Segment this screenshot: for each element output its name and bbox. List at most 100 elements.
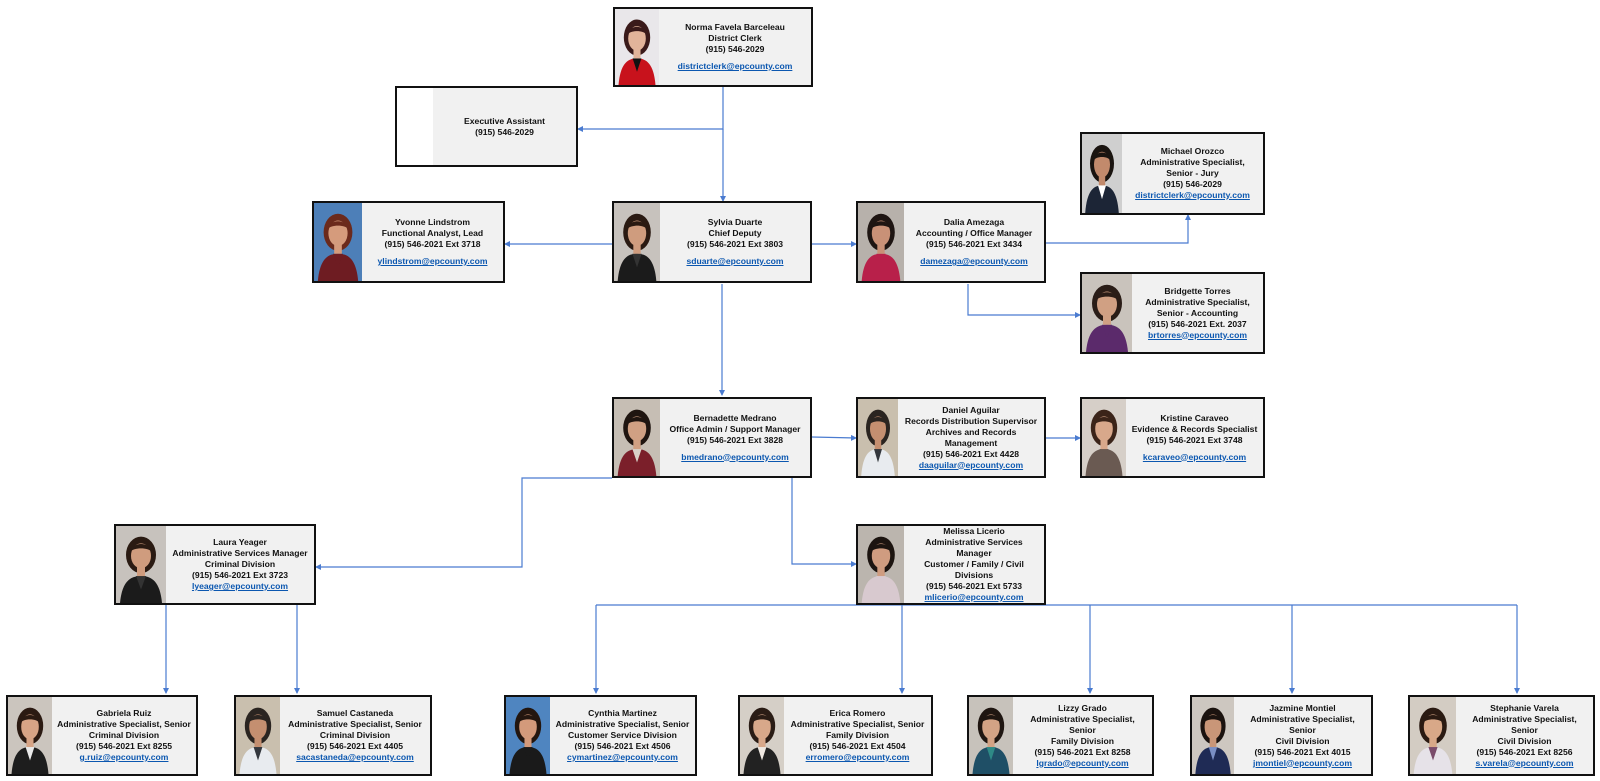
portrait-photo [236,697,280,774]
photo-placeholder [397,88,433,165]
job-title: Administrative Specialist, Senior Custom… [555,719,690,740]
portrait-figure [614,399,660,476]
portrait-photo [1082,134,1122,213]
phone-number: (915) 546-2021 Ext 4015 [1254,746,1351,757]
person-name: Stephanie Varela [1490,702,1559,713]
email-link[interactable]: sduarte@epcounty.com [686,256,784,266]
email-link[interactable]: mlicerio@epcounty.com [924,592,1024,602]
phone-number: (915) 546-2021 Ext. 2037 [1148,318,1247,329]
email-link[interactable]: erromero@epcounty.com [805,752,910,762]
job-title: Administrative Specialist, Senior Civil … [1472,713,1577,746]
job-title: Administrative Specialist, Senior Crimin… [288,719,422,740]
email-link[interactable]: ylindstrom@epcounty.com [377,256,488,266]
email-link[interactable]: jmontiel@epcounty.com [1253,757,1352,768]
job-title: Administrative Specialist, Senior Family… [1030,713,1135,746]
job-title: Administrative Specialist, Senior Civil … [1250,713,1355,746]
portrait-photo [314,203,362,281]
phone-number: (915) 546-2021 Ext 4428 [922,448,1020,459]
portrait-figure [858,203,904,281]
person-name: Kristine Caraveo [1160,412,1229,423]
email-link[interactable]: lgrado@epcounty.com [1036,757,1129,768]
portrait-figure [969,697,1013,774]
phone-number: (915) 546-2021 Ext 8255 [75,741,173,751]
portrait-figure [1082,134,1122,213]
phone-number: (915) 546-2021 Ext 3803 [686,239,784,249]
phone-number: (915) 546-2029 [1163,179,1222,189]
portrait-figure [1082,399,1126,476]
person-name: Erica Romero [829,708,886,718]
org-card-exec: Executive Assistant(915) 546-2029 [395,86,578,167]
email-link[interactable]: lyeager@epcounty.com [191,581,289,591]
person-name: Melissa Licerio [943,526,1005,536]
phone-number: (915) 546-2021 Ext 3718 [384,239,481,249]
phone-number: (915) 546-2021 Ext 3723 [191,570,289,580]
person-name: Lizzy Grado [1058,702,1107,713]
person-name: Cynthia Martinez [588,708,657,718]
portrait-photo [1410,697,1456,774]
portrait-figure [1082,274,1132,352]
portrait-figure [740,697,784,774]
person-name: Samuel Castaneda [316,708,394,718]
job-title: Administrative Specialist, Senior Crimin… [57,719,191,740]
phone-number: (915) 546-2021 Ext 4504 [809,741,906,751]
portrait-photo [1082,274,1132,352]
email-link[interactable]: damezaga@epcounty.com [920,256,1028,266]
job-title: Administrative Services Manager Criminal… [172,548,308,569]
person-name: Michael Orozco [1160,146,1225,156]
person-name: Jazmine Montiel [1269,702,1336,713]
person-name: Gabriela Ruiz [96,708,152,718]
job-title: Administrative Specialist, Senior - Jury [1140,157,1245,178]
email-link[interactable]: bmedrano@epcounty.com [681,451,789,462]
portrait-photo [506,697,550,774]
email-link[interactable]: g.ruiz@epcounty.com [79,752,169,762]
person-name: Norma Favela Barceleau [685,22,785,32]
email-link[interactable]: districtclerk@epcounty.com [1135,190,1250,200]
email-link[interactable]: sacastaneda@epcounty.com [296,752,414,762]
job-title: Functional Analyst, Lead [381,228,484,238]
job-title: Administrative Services Manager Customer… [924,537,1024,580]
connector-dalia-bridgette [967,284,1081,318]
job-title: Accounting / Office Manager [915,228,1033,238]
job-title: Records Distribution Supervisor Archives… [904,415,1038,448]
person-name: Dalia Amezaga [943,217,1005,227]
card-details: Executive Assistant(915) 546-2029 [433,88,576,165]
phone-number: (915) 546-2021 Ext 3828 [686,434,784,445]
phone-number: (915) 546-2029 [475,126,534,137]
connector-bernadette-melissa [791,478,857,567]
job-title: Chief Deputy [708,228,762,238]
email-link[interactable]: daaguilar@epcounty.com [918,459,1024,470]
portrait-figure [314,203,362,281]
job-title: Evidence & Records Specialist [1131,423,1258,434]
phone-number: (915) 546-2021 Ext 3748 [1146,434,1243,445]
portrait-figure [615,9,659,85]
email-link[interactable]: brtorres@epcounty.com [1148,329,1247,340]
portrait-photo [969,697,1013,774]
email-link[interactable]: s.varela@epcounty.com [1475,757,1574,768]
email-link[interactable]: cymartinez@epcounty.com [567,752,678,762]
person-name: Yvonne Lindstrom [395,217,470,227]
portrait-figure [1410,697,1456,774]
email-link[interactable]: kcaraveo@epcounty.com [1142,451,1247,462]
email-link[interactable]: districtclerk@epcounty.com [677,61,793,71]
